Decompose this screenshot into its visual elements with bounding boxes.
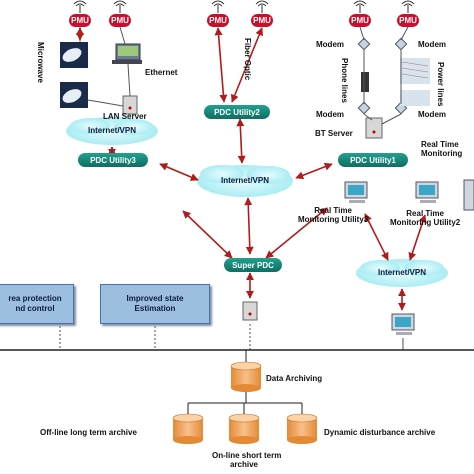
pmu-badge: PMU [207, 14, 229, 27]
monitoring-line: Monitoring Utility2 [390, 218, 461, 227]
microwave-dish-icon [60, 42, 88, 108]
lan-server-icon [122, 95, 138, 115]
modem-label: Modem [418, 40, 446, 49]
box-line: Improved state [126, 294, 184, 303]
pmu-badge: PMU [251, 14, 273, 27]
monitoring-line: Monitoring Utility3 [298, 215, 369, 224]
computer-icon [415, 181, 439, 203]
monitoring-line: Real Time [314, 206, 352, 215]
box-line: rea protection [8, 294, 62, 303]
monitoring-line: Monitoring [421, 149, 463, 158]
cloud-center [197, 165, 293, 197]
archive-line: archive [229, 460, 259, 469]
short-term-archive-label: On-line short term archive [212, 451, 282, 469]
box-line: Estimation [134, 304, 176, 313]
fiber-optic-label: Fiber Optic [243, 38, 252, 81]
computer-icon [391, 313, 415, 335]
server-icon [242, 301, 258, 321]
monitoring-utility3-label: Real Time Monitoring Utility3 [298, 206, 368, 224]
lan-server-label: LAN Server [103, 112, 147, 121]
antenna-icon [211, 0, 225, 13]
data-flow-arrows [76, 27, 427, 311]
monitoring-line: Real Time [421, 140, 459, 149]
archive-tree-lines [187, 350, 303, 414]
super-pdc: Super PDC [224, 258, 282, 272]
cloud-right [356, 259, 448, 287]
box-line: nd control [15, 304, 55, 313]
bt-server-icon [365, 117, 383, 139]
antenna-icon [255, 0, 269, 13]
antenna-icon [401, 0, 415, 13]
monitoring-utility1-label: Real Time Monitoring [421, 140, 462, 158]
long-term-archive-label: Off-line long term archive [40, 428, 137, 437]
ethernet-label: Ethernet [145, 68, 178, 77]
cloud-left [66, 117, 158, 145]
phone-line-icon [361, 72, 369, 92]
antenna-icon [113, 0, 127, 13]
archive-drum-short-term [228, 413, 260, 444]
power-line-icon [400, 58, 430, 106]
monitoring-line: Real Time [406, 209, 444, 218]
archive-line: On-line short term [212, 451, 282, 460]
pmu-badge: PMU [69, 14, 91, 27]
pmu-badge: PMU [109, 14, 131, 27]
pdc-utility3: PDC Utility3 [78, 153, 148, 167]
antenna-icon [353, 0, 367, 13]
computer-icon [344, 181, 368, 203]
archive-drum-main [230, 361, 262, 392]
archive-drum-long-term [172, 413, 204, 444]
ethernet-switch-icon [112, 43, 142, 64]
cloud-label-left: Internet/VPN [87, 126, 136, 135]
microwave-label: Microwave [36, 42, 45, 83]
area-protection-box: rea protection nd control [0, 284, 74, 324]
pdc-utility1: PDC Utility1 [338, 153, 408, 167]
pmu-badge: PMU [397, 14, 419, 27]
monitoring-utility2-label: Real Time Monitoring Utility2 [390, 209, 460, 227]
archive-drum-disturbance [286, 413, 318, 444]
cloud-label-center: Internet/VPN [220, 176, 269, 185]
bt-server-label: BT Server [315, 129, 353, 138]
modem-label: Modem [418, 110, 446, 119]
pmu-badge: PMU [349, 14, 371, 27]
phone-lines-label: Phone lines [340, 58, 349, 103]
modem-icon [357, 37, 408, 115]
connector-lines [79, 26, 409, 125]
antenna-icons [73, 0, 415, 13]
cloud-label-right: Internet/VPN [377, 268, 426, 277]
data-archiving-label: Data Archiving [266, 374, 323, 383]
pdc-utility2: PDC Utility2 [204, 105, 270, 119]
modem-label: Modem [316, 40, 344, 49]
power-lines-label: Power lines [436, 62, 445, 107]
tower-icon [463, 179, 474, 211]
antenna-icon [73, 0, 87, 13]
modem-label: Modem [316, 110, 344, 119]
state-estimation-box: Improved state Estimation [100, 284, 210, 324]
disturbance-archive-label: Dynamic disturbance archive [324, 428, 436, 437]
